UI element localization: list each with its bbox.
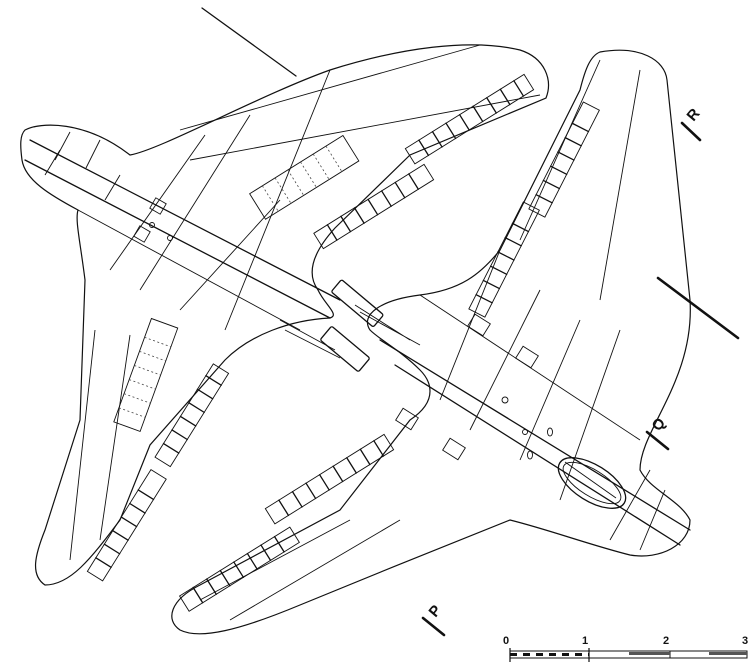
- aileron-strip: [404, 73, 535, 165]
- elevon-strip: [468, 201, 540, 318]
- wing-outline-upper: [20, 44, 550, 586]
- svg-text:R: R: [683, 105, 703, 124]
- svg-text:2: 2: [663, 635, 669, 647]
- scale-bar: 0 1 2 3: [503, 635, 748, 662]
- spar-line: [379, 339, 691, 531]
- antenna-wire: [201, 7, 297, 77]
- spar-line: [24, 159, 331, 319]
- spar-line: [29, 139, 341, 301]
- aircraft-view-upper: [20, 7, 550, 586]
- spar-line: [394, 364, 681, 546]
- svg-text:1: 1: [582, 635, 588, 647]
- elevon-strip: [264, 433, 395, 525]
- section-marker-r: R: [680, 105, 704, 142]
- section-marker-p: P: [421, 602, 446, 637]
- engine-nozzle: [331, 279, 421, 346]
- elevon-strip: [528, 101, 600, 218]
- svg-text:0: 0: [503, 635, 509, 647]
- panel-line: [77, 209, 301, 331]
- svg-text:P: P: [425, 602, 444, 621]
- canopy: [557, 457, 627, 509]
- svg-text:3: 3: [742, 635, 748, 647]
- wing-outline-lower: [171, 49, 691, 635]
- aileron-strip: [154, 363, 230, 468]
- flap-lower: [113, 317, 179, 433]
- flap-upper: [249, 134, 360, 220]
- aileron-strip: [313, 163, 435, 250]
- aileron-strip: [86, 468, 167, 582]
- elevon-strip: [178, 526, 300, 612]
- engine-nozzle: [279, 319, 370, 372]
- aircraft-view-lower: [171, 49, 740, 635]
- antenna-wire: [656, 276, 740, 340]
